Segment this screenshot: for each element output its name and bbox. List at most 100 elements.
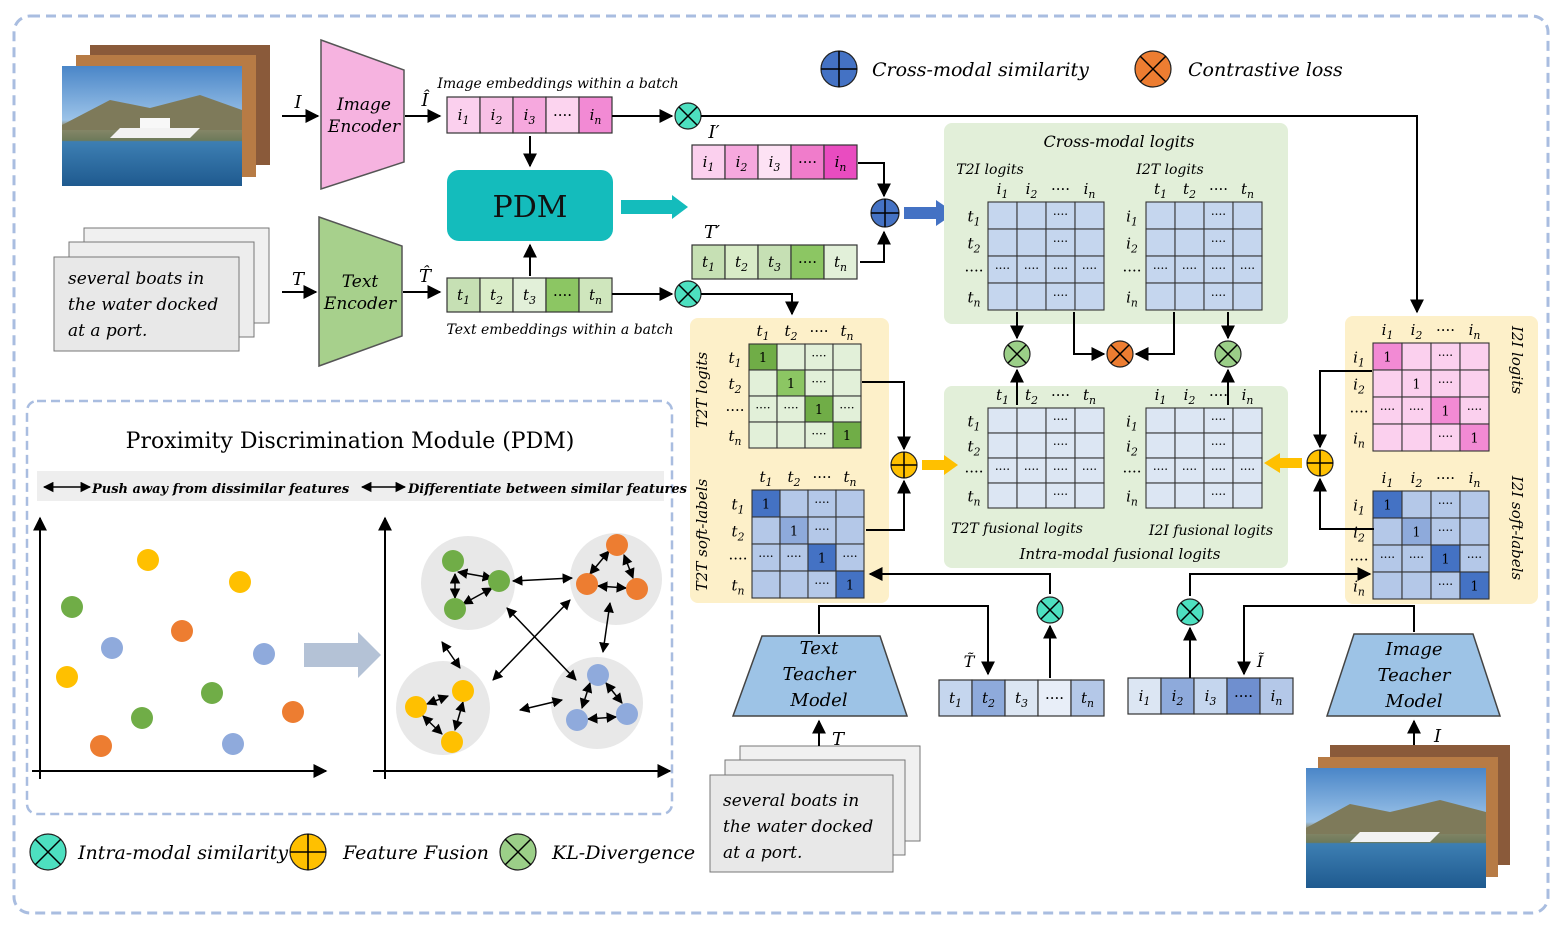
teacher-i-label: I bbox=[1433, 726, 1442, 747]
matrix-cell bbox=[776, 369, 806, 397]
matrix-cell bbox=[1145, 282, 1176, 311]
matrix-dots: ···· bbox=[1053, 413, 1068, 427]
matrix-col-label: t2 bbox=[1183, 180, 1196, 201]
matrix-row-label: t1 bbox=[968, 208, 981, 229]
i2i-logits-title: I2I logits bbox=[1508, 325, 1526, 394]
text-prime-label: T′ bbox=[704, 222, 720, 243]
cluster-arrow bbox=[456, 568, 494, 582]
matrix-cell bbox=[1074, 482, 1105, 509]
matrix-row-label: in bbox=[1126, 289, 1138, 310]
matrix-cell bbox=[1174, 432, 1205, 459]
matrix-cell bbox=[748, 343, 778, 371]
matrix-dots: ···· bbox=[1024, 262, 1039, 276]
scatter-point bbox=[282, 701, 304, 723]
matrix-cell bbox=[1016, 282, 1047, 311]
matrix-cell bbox=[804, 369, 834, 397]
matrix-cell bbox=[1145, 432, 1176, 459]
matrix-cell bbox=[1016, 482, 1047, 509]
text-prime-cell bbox=[823, 244, 858, 280]
text-teacher-emb-cell-label: t3 bbox=[1015, 689, 1028, 710]
text-emb-cell bbox=[446, 277, 481, 313]
matrix-cell bbox=[1174, 407, 1205, 434]
before-scatter bbox=[56, 549, 304, 757]
matrix-dots: ···· bbox=[1182, 262, 1197, 276]
image-teacher-emb-cell-label: i1 bbox=[1139, 687, 1151, 708]
cluster-point bbox=[405, 696, 427, 718]
fusion-node-right bbox=[1306, 449, 1334, 477]
text-intra-node bbox=[674, 280, 702, 308]
matrix-cell bbox=[1459, 342, 1490, 371]
matrix-cell bbox=[1372, 490, 1403, 519]
matrix-dots: ···· bbox=[1053, 488, 1068, 502]
matrix-col-label: i1 bbox=[997, 180, 1009, 201]
image-prime-label: I′ bbox=[707, 122, 719, 143]
matrix-one: 1 bbox=[846, 579, 854, 594]
matrix-col-label: t2 bbox=[788, 468, 801, 489]
image-teacher-emb-cell bbox=[1259, 677, 1294, 715]
pdm-label: PDM bbox=[493, 190, 568, 225]
image-tilde-label: Ĩ bbox=[1256, 651, 1265, 671]
matrix-cell bbox=[1074, 282, 1105, 311]
matrix-cell bbox=[1430, 396, 1461, 425]
matrix-cell bbox=[1203, 255, 1234, 284]
matrix-cell bbox=[1401, 490, 1432, 519]
text-embeddings-caption: Text embeddings within a batch bbox=[447, 322, 674, 338]
matrix-dots: ···· bbox=[814, 496, 829, 510]
matrix-cell bbox=[1459, 544, 1490, 573]
matrix-cell bbox=[1174, 228, 1205, 257]
image-emb-cell-label: i1 bbox=[458, 106, 470, 127]
t2t-fusional-title: T2T fusional logits bbox=[951, 521, 1083, 537]
cluster-arrow bbox=[452, 700, 466, 732]
matrix-dots: ···· bbox=[1240, 262, 1255, 276]
cluster-point bbox=[626, 578, 648, 600]
matrix-dots: ···· bbox=[1211, 235, 1226, 249]
matrix-one: 1 bbox=[1412, 526, 1420, 541]
scatter-point bbox=[222, 733, 244, 755]
matrix-row-label: ···· bbox=[964, 262, 983, 280]
matrix-row-label: t2 bbox=[729, 375, 742, 396]
image-teacher-emb-cell bbox=[1193, 677, 1228, 715]
image-teacher-emb-cell-label: ···· bbox=[1234, 687, 1253, 705]
matrix-dots: ···· bbox=[1409, 551, 1424, 565]
matrix-dots: ···· bbox=[1182, 463, 1197, 477]
matrix-dots: ···· bbox=[783, 401, 798, 415]
matrix-dots: ···· bbox=[811, 427, 826, 441]
cluster-arrow bbox=[622, 554, 635, 579]
matrix-row-label: in bbox=[1353, 430, 1365, 451]
matrix-dots: ···· bbox=[1467, 551, 1482, 565]
matrix-row-label: ···· bbox=[725, 401, 744, 419]
matrix-cell bbox=[751, 570, 781, 599]
legend-fusion-text: Feature Fusion bbox=[342, 842, 489, 864]
matrix-one: 1 bbox=[843, 429, 851, 444]
legend-cross-modal-text: Cross-modal similarity bbox=[872, 59, 1089, 81]
image-prime-cell-label: i3 bbox=[769, 153, 781, 174]
matrix-dots: ···· bbox=[1467, 403, 1482, 417]
matrix-cell bbox=[779, 543, 809, 572]
cluster-point bbox=[441, 731, 463, 753]
input-t-label: T bbox=[292, 269, 306, 290]
matrix-cell bbox=[1016, 407, 1047, 434]
matrix-row-label: ···· bbox=[1349, 403, 1368, 421]
cluster-point bbox=[616, 703, 638, 725]
matrix-dots: ···· bbox=[842, 550, 857, 564]
matrix-row-label: t1 bbox=[729, 349, 742, 370]
matrix-dots: ···· bbox=[1438, 430, 1453, 444]
matrix-col-label: t1 bbox=[1154, 180, 1167, 201]
matrix-cell bbox=[1459, 517, 1490, 546]
pdm-panel-title: Proximity Discrimination Module (PDM) bbox=[126, 429, 575, 454]
matrix-cell bbox=[1459, 490, 1490, 519]
cross-modal-title: Cross-modal logits bbox=[1044, 132, 1195, 151]
matrix-cell bbox=[1372, 517, 1403, 546]
matrix-col-label: in bbox=[1469, 321, 1481, 342]
matrix-row-label: t2 bbox=[968, 235, 981, 256]
image-prime-cell bbox=[691, 144, 726, 180]
matrix-col-label: ···· bbox=[1436, 321, 1455, 339]
matrix-cell bbox=[748, 421, 778, 449]
matrix-row-label: t1 bbox=[732, 496, 745, 517]
